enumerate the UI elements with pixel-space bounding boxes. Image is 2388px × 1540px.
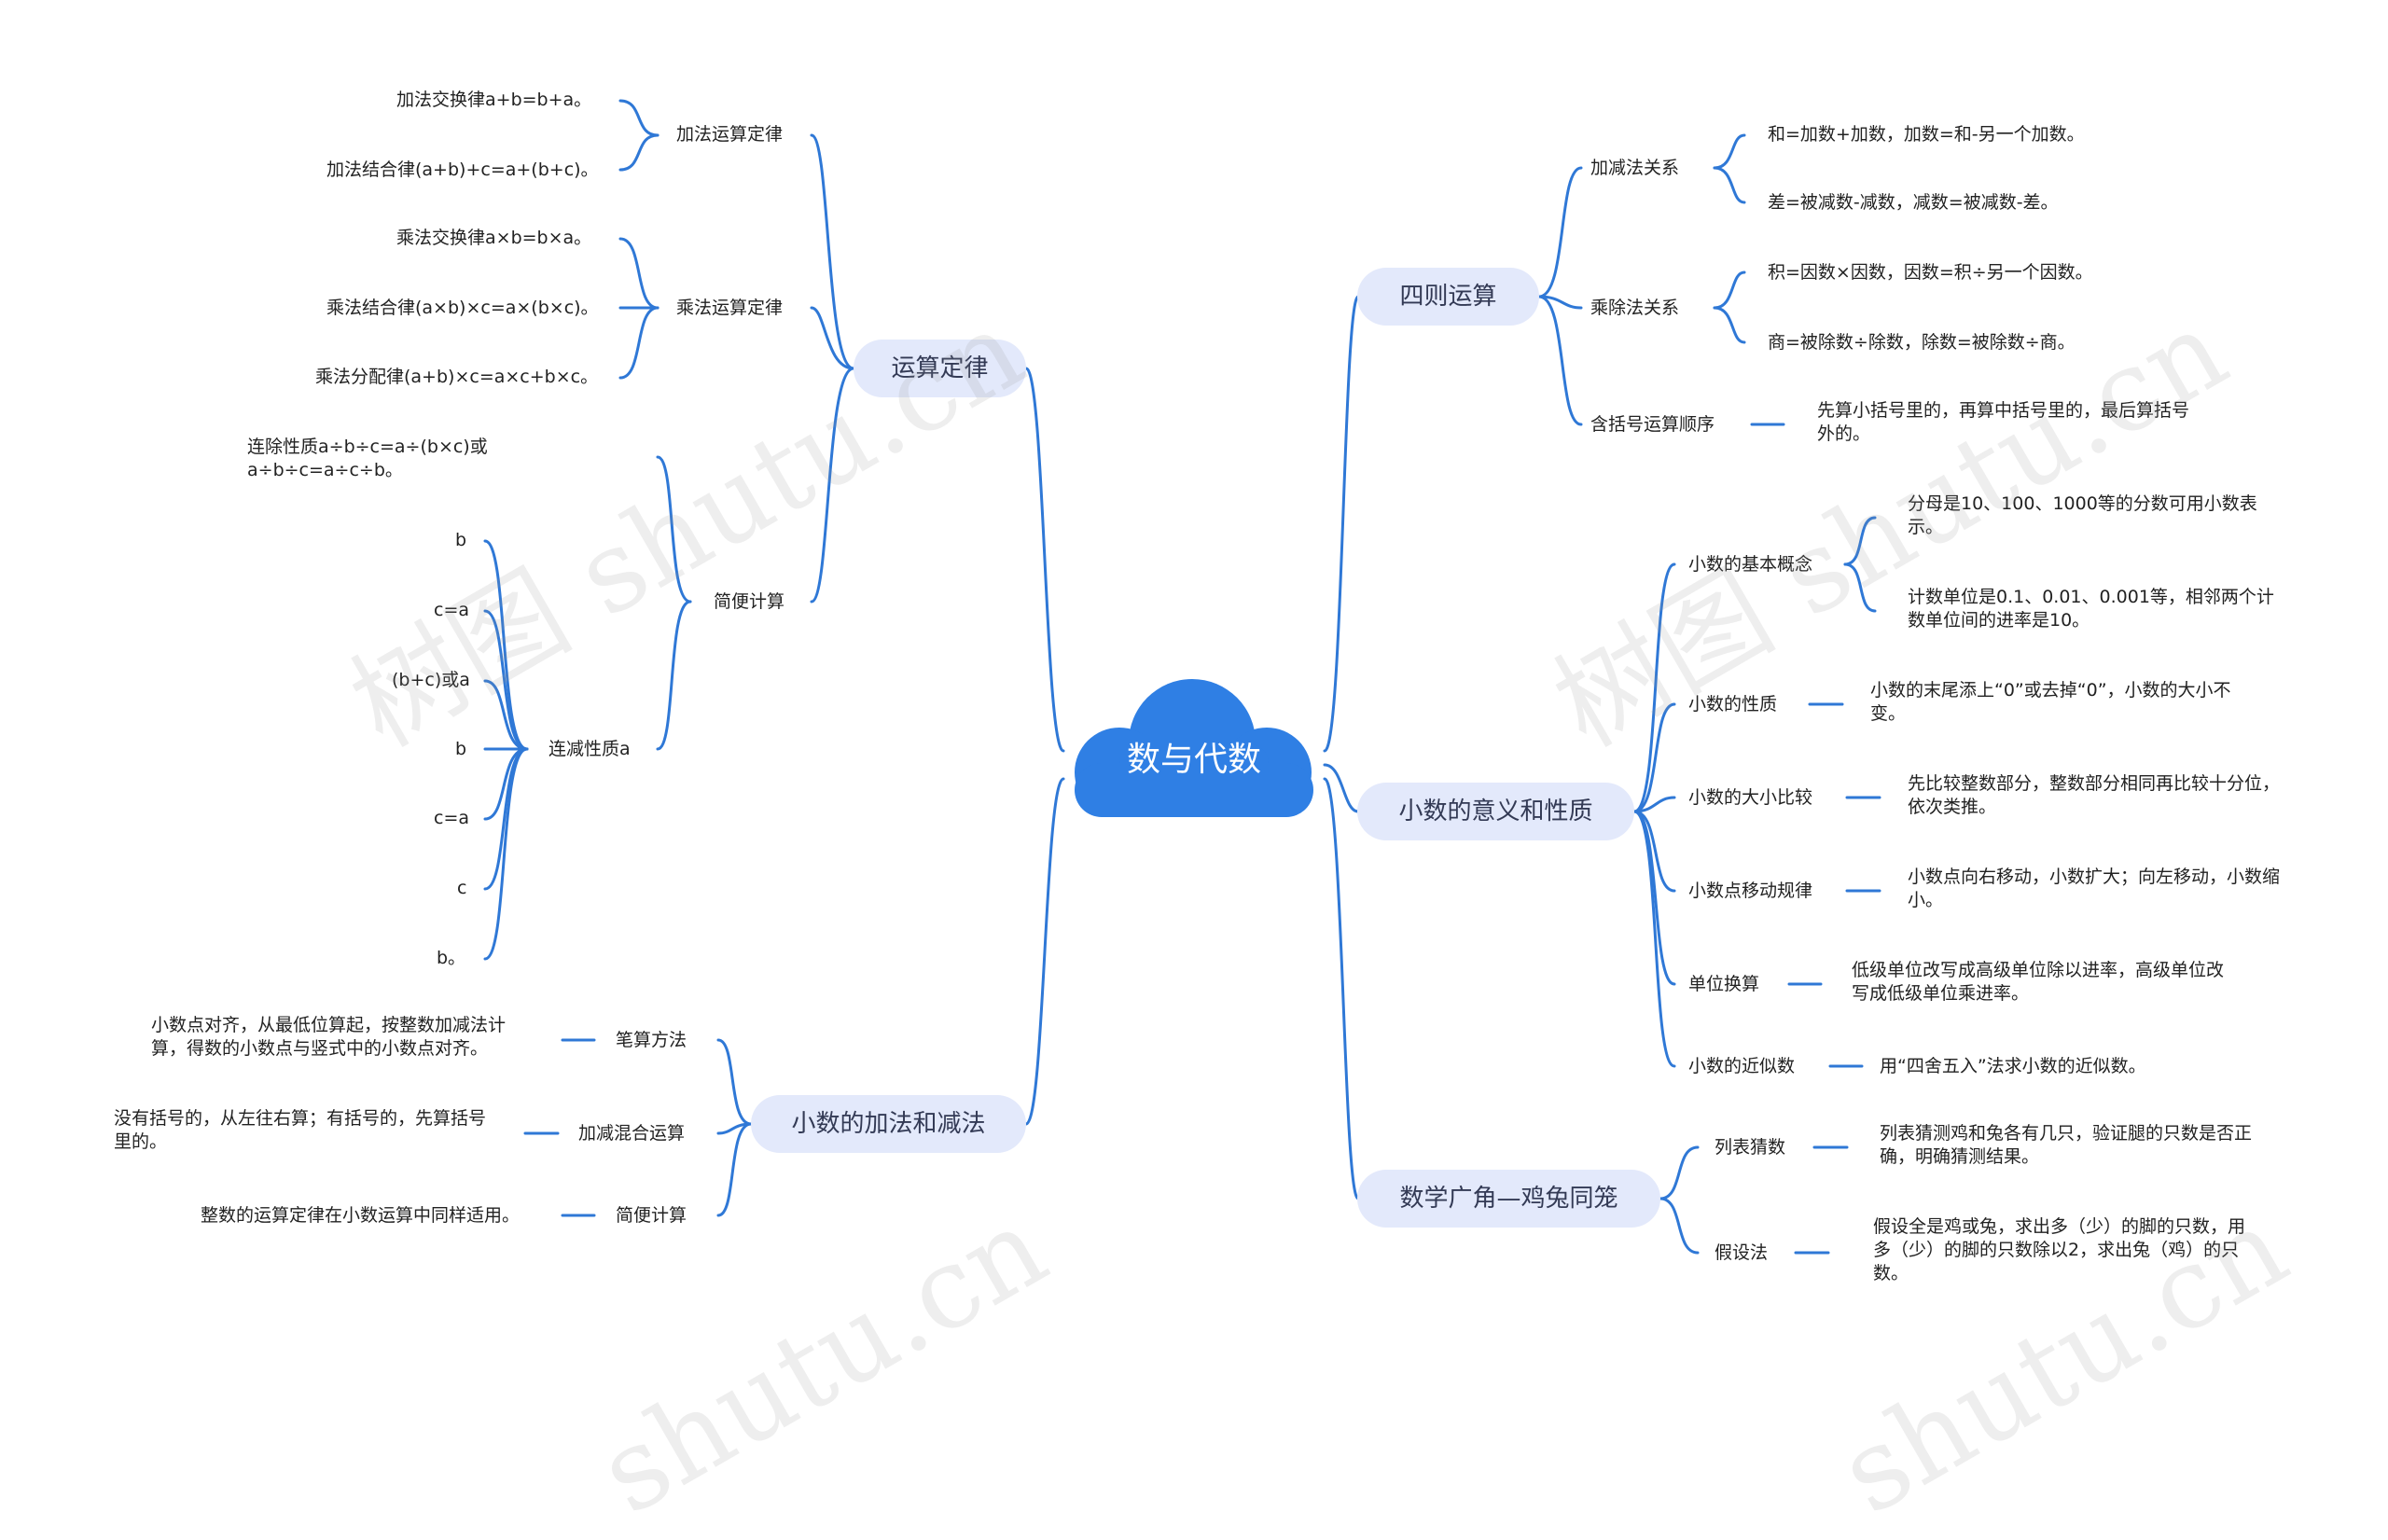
node-jinsishu[interactable]: 小数的近似数: [1688, 1056, 1796, 1076]
leaf-liebiao-text[interactable]: 列表猜测鸡和兔各有几只，验证腿的只数是否正确，明确猜测结果。: [1880, 1123, 2253, 1167]
leaf-yidong-text[interactable]: 小数点向右移动，小数扩大；向左移动，小数缩小。: [1908, 867, 2281, 910]
leaf-lianjian-2[interactable]: c=a: [434, 600, 470, 620]
leaf-xingzhi-text[interactable]: 小数的末尾添上“0”或去掉“0”，小数的大小不变。: [1870, 680, 2231, 724]
leaf-chengchu-1[interactable]: 积=因数×因数，因数=积÷另一个因数。: [1768, 262, 2093, 283]
node-lianjian-xingzhi[interactable]: 连减性质a: [548, 739, 631, 759]
leaf-kuohao-text[interactable]: 先算小括号里的，再算中括号里的，最后算括号外的。: [1817, 400, 2190, 444]
leaf-gainian-1[interactable]: 分母是10、100、1000等的分数可用小数表示。: [1908, 493, 2257, 537]
leaf-lianjian-1[interactable]: b: [455, 530, 467, 550]
leaf-lianjian-6[interactable]: c: [457, 878, 467, 898]
node-bisuan-fangfa[interactable]: 笔算方法: [616, 1030, 687, 1050]
leaf-lianjian-3[interactable]: (b+c)或a: [392, 670, 470, 690]
node-liebiao-caishu[interactable]: 列表猜数: [1715, 1137, 1786, 1158]
node-jiashe-fa[interactable]: 假设法: [1715, 1242, 1769, 1263]
leaf-gainian-2[interactable]: 计数单位是0.1、0.01、0.001等，相邻两个计数单位间的进率是10。: [1908, 587, 2274, 631]
leaf-hunhe-text[interactable]: 没有括号的，从左往右算；有括号的，先算括号里的。: [114, 1108, 487, 1152]
leaf-jiafa-jiehe[interactable]: 加法结合律(a+b)+c=a+(b+c)。: [326, 160, 599, 180]
leaf-jiajian-2[interactable]: 差=被减数-减数，减数=被减数-差。: [1768, 192, 2059, 213]
node-xiaoshu-xingzhi[interactable]: 小数的性质: [1688, 694, 1778, 715]
node-jiajian-guanxi[interactable]: 加减法关系: [1590, 158, 1680, 178]
leaf-chengfa-jiehe[interactable]: 乘法结合律(a×b)×c=a×(b×c)。: [326, 298, 599, 318]
node-yidong-guilv[interactable]: 小数点移动规律: [1688, 881, 1813, 901]
node-danwei-huansuan[interactable]: 单位换算: [1688, 974, 1760, 994]
leaf-xiaoshu-jianbian-text[interactable]: 整数的运算定律在小数运算中同样适用。: [201, 1205, 521, 1226]
leaf-lianjian-5[interactable]: c=a: [434, 808, 470, 828]
branch-xiaoshu-yiyi[interactable]: 小数的意义和性质: [1357, 783, 1634, 840]
node-chengchu-guanxi[interactable]: 乘除法关系: [1590, 298, 1680, 318]
node-jiben-gainian[interactable]: 小数的基本概念: [1688, 554, 1813, 575]
leaf-chengchu-2[interactable]: 商=被除数÷除数，除数=被除数÷商。: [1768, 332, 2076, 353]
leaf-jiashe-text[interactable]: 假设全是鸡或兔，求出多（少）的脚的只数，用多（少）的脚的只数除以2，求出兔（鸡）…: [1873, 1216, 2246, 1283]
leaf-lianchu-xingzhi[interactable]: 连除性质a÷b÷c=a÷(b×c)或a÷b÷c=a÷c÷b。: [247, 437, 488, 480]
leaf-jinsi-text[interactable]: 用“四舍五入”法求小数的近似数。: [1880, 1056, 2146, 1076]
leaf-jiajian-1[interactable]: 和=加数+加数，加数=和-另一个加数。: [1768, 124, 2085, 145]
root-topic[interactable]: 数与代数: [1126, 741, 1261, 779]
leaf-danwei-text[interactable]: 低级单位改写成高级单位除以进率，高级单位改写成低级单位乘进率。: [1852, 960, 2225, 1004]
leaf-chengfa-fenpei[interactable]: 乘法分配律(a+b)×c=a×c+b×c。: [315, 367, 599, 387]
connector-lines: [483, 99, 1881, 1255]
node-jiafa-dinglv[interactable]: 加法运算定律: [676, 124, 784, 145]
node-jianbian-jisuan[interactable]: 简便计算: [714, 591, 785, 612]
node-jiajian-hunhe[interactable]: 加减混合运算: [578, 1123, 686, 1144]
branch-xiaoshu-jiajian[interactable]: 小数的加法和减法: [751, 1095, 1026, 1153]
mindmap-canvas: 数与代数 运算定律 小数的加法和减法 加法运算定律 加法交换律a+b=b+a。 …: [114, 90, 2308, 1540]
leaf-chengfa-jiaohuan[interactable]: 乘法交换律a×b=b×a。: [396, 228, 592, 248]
root-cloud-shape: [1075, 679, 1313, 817]
leaf-lianjian-7[interactable]: b。: [437, 948, 466, 968]
node-xiaoshu-jianbian[interactable]: 简便计算: [616, 1205, 687, 1226]
leaf-bisuan-text[interactable]: 小数点对齐，从最低位算起，按整数加减法计算，得数的小数点与竖式中的小数点对齐。: [151, 1015, 507, 1059]
branch-yunsuan-dinglv[interactable]: 运算定律: [854, 340, 1026, 397]
node-daxiao-bijiao[interactable]: 小数的大小比较: [1688, 787, 1813, 808]
branch-jitu-tonglong[interactable]: 数学广角—鸡兔同笼: [1357, 1170, 1660, 1228]
node-chengfa-dinglv[interactable]: 乘法运算定律: [676, 298, 784, 318]
leaf-lianjian-4[interactable]: b: [455, 739, 467, 759]
node-kuohao-shunxu[interactable]: 含括号运算顺序: [1590, 414, 1715, 435]
branch-sice-yunsuan[interactable]: 四则运算: [1357, 268, 1539, 326]
leaf-daxiao-text[interactable]: 先比较整数部分，整数部分相同再比较十分位，依次类推。: [1908, 773, 2281, 817]
leaf-jiafa-jiaohuan[interactable]: 加法交换律a+b=b+a。: [396, 90, 592, 110]
